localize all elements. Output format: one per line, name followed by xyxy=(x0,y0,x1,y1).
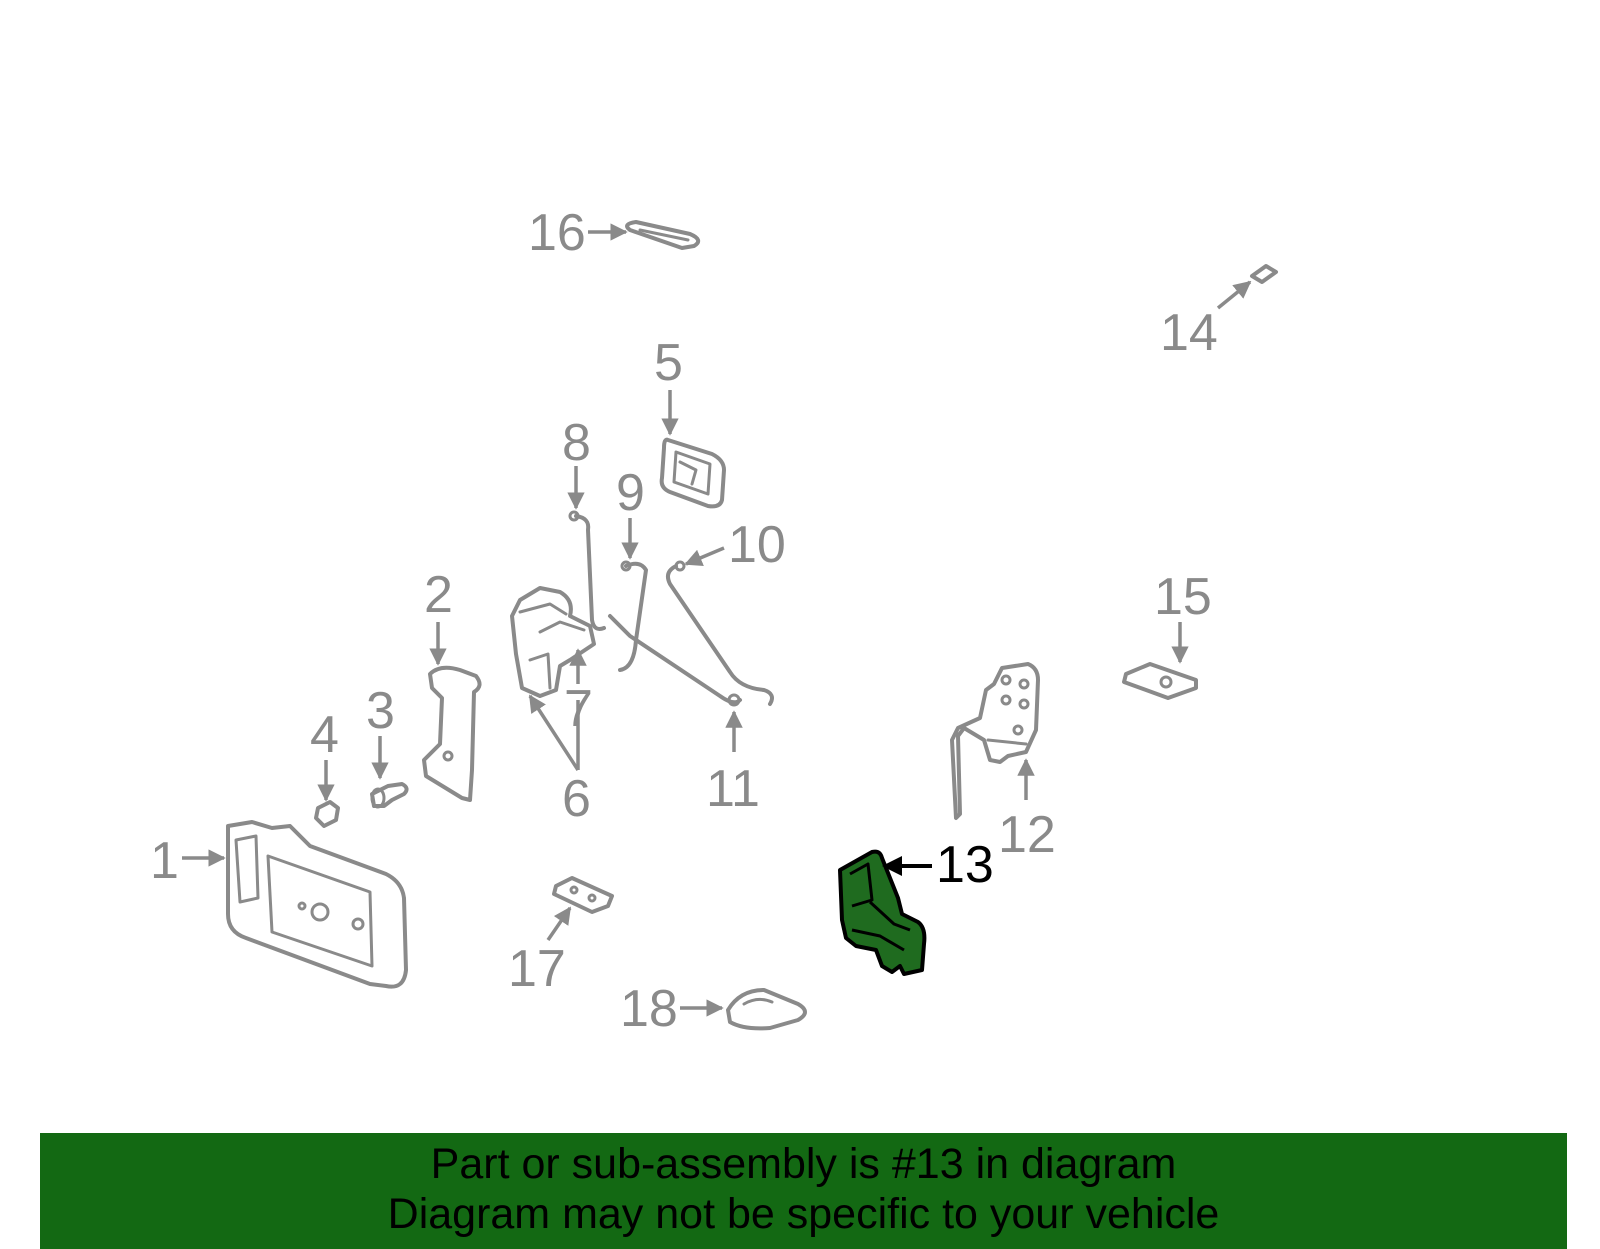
part-13-highlighted xyxy=(838,849,927,976)
callout-17: 17 xyxy=(508,940,566,998)
part-16 xyxy=(625,220,701,250)
part-3 xyxy=(370,782,409,809)
leader-17 xyxy=(546,906,572,941)
part-11 xyxy=(608,614,742,707)
part-10 xyxy=(666,560,774,706)
part-15 xyxy=(1122,662,1198,700)
callout-11: 11 xyxy=(706,760,760,818)
callout-10: 10 xyxy=(728,516,786,574)
callout-4: 4 xyxy=(310,706,339,764)
part-8 xyxy=(568,510,606,631)
banner-line-part: Part or sub-assembly is #13 in diagram xyxy=(430,1140,1177,1188)
part-6-latch xyxy=(510,586,596,698)
callout-12: 12 xyxy=(998,806,1056,864)
part-14 xyxy=(1250,264,1278,284)
leader-10 xyxy=(684,546,725,566)
leader-14 xyxy=(1216,280,1252,310)
callout-5: 5 xyxy=(654,334,683,392)
part-1 xyxy=(226,820,408,989)
part-9 xyxy=(618,560,648,672)
part-4 xyxy=(314,800,340,828)
callout-18: 18 xyxy=(620,980,678,1038)
callout-2: 2 xyxy=(424,566,453,624)
part-18 xyxy=(726,988,807,1031)
info-banner: Part or sub-assembly is #13 in diagram D… xyxy=(40,1133,1567,1249)
callout-13: 13 xyxy=(936,836,994,894)
callout-9: 9 xyxy=(616,464,645,522)
callout-15: 15 xyxy=(1154,568,1212,626)
banner-line-disclaimer: Diagram may not be specific to your vehi… xyxy=(387,1190,1220,1238)
leader-6a xyxy=(528,694,580,771)
callout-3: 3 xyxy=(366,682,395,740)
callout-1: 1 xyxy=(150,832,179,890)
callout-16: 16 xyxy=(528,204,586,262)
callout-14: 14 xyxy=(1160,304,1218,362)
callout-6: 6 xyxy=(562,770,591,828)
part-2 xyxy=(422,665,482,802)
part-5 xyxy=(659,437,726,509)
callout-8: 8 xyxy=(562,414,591,472)
part-12 xyxy=(950,662,1040,820)
part-17 xyxy=(552,876,614,914)
